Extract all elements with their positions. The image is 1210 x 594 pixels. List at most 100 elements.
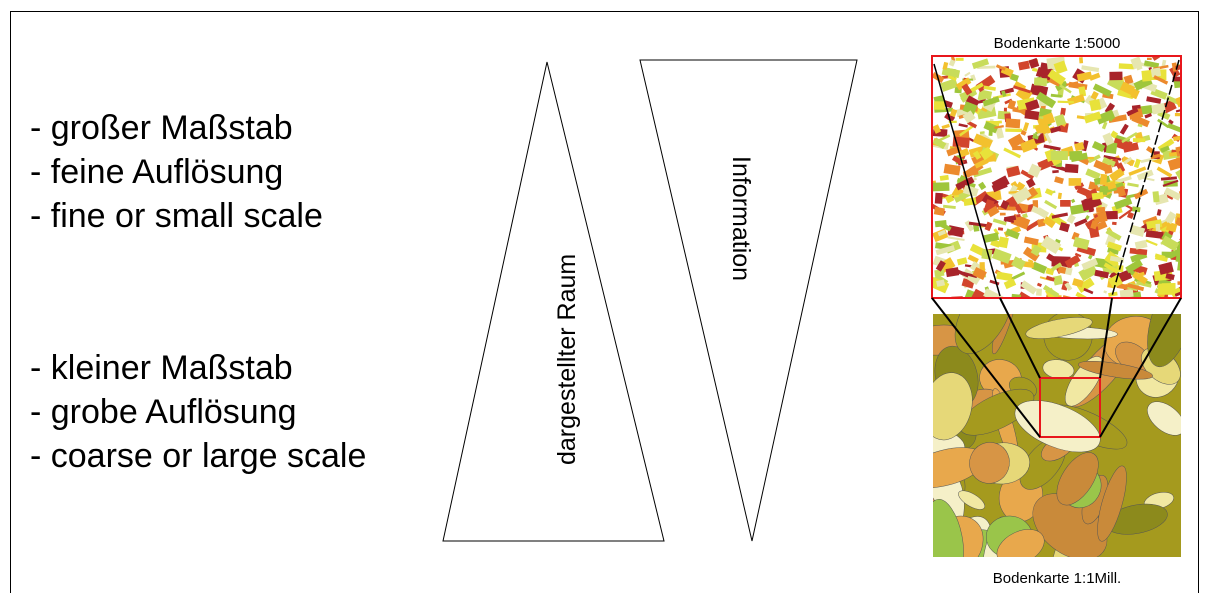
soil-parcel	[1095, 109, 1116, 125]
soil-parcel	[1116, 185, 1127, 198]
soil-parcel	[938, 257, 956, 274]
diagram-frame	[10, 11, 1199, 593]
soil-parcel	[970, 82, 984, 93]
soil-parcel	[1010, 73, 1019, 82]
soil-parcel	[1168, 119, 1174, 125]
soil-parcel	[1031, 261, 1048, 274]
soil-parcel	[933, 206, 945, 216]
soil-parcel	[1156, 209, 1162, 216]
soil-parcel	[1132, 271, 1148, 285]
soil-parcel	[1027, 163, 1042, 178]
soil-unit	[933, 499, 964, 557]
soil-parcel	[1129, 82, 1137, 89]
soil-unit	[1078, 360, 1153, 380]
soil-parcel	[940, 78, 959, 92]
soil-parcel	[1083, 156, 1094, 160]
soil-parcel	[975, 75, 996, 93]
soil-parcel	[1011, 256, 1026, 271]
soil-parcel	[1064, 163, 1079, 174]
soil-parcel	[958, 123, 968, 128]
soil-parcel	[991, 248, 1012, 264]
soil-parcel	[1152, 57, 1160, 61]
soil-parcel	[1020, 130, 1027, 136]
fine-scale-item: - großer Maßstab	[30, 109, 293, 147]
soil-parcel	[1165, 273, 1175, 281]
soil-parcel	[997, 227, 1004, 231]
detail-highlight-box	[1039, 377, 1101, 438]
soil-parcel	[1085, 215, 1090, 221]
soil-parcel	[1007, 133, 1025, 149]
soil-parcel	[935, 245, 956, 256]
soil-parcel	[1154, 253, 1166, 260]
soil-parcel	[1141, 70, 1152, 82]
soil-parcel	[1099, 173, 1108, 186]
soil-parcel	[993, 228, 1000, 236]
soil-parcel	[1078, 86, 1087, 97]
soil-parcel	[1157, 118, 1170, 129]
soil-parcel	[1129, 247, 1148, 256]
soil-parcel	[1005, 118, 1021, 129]
soil-parcel	[1087, 254, 1093, 260]
fine-map-caption: Bodenkarte 1:5000	[994, 35, 1121, 52]
soil-parcel	[1172, 76, 1181, 82]
soil-parcel	[999, 212, 1006, 216]
soil-parcel	[1167, 156, 1181, 171]
soil-parcel	[1105, 228, 1122, 241]
soil-parcel	[981, 248, 993, 260]
space-triangle-label: dargestellter Raum	[553, 254, 581, 465]
soil-parcel	[947, 75, 957, 81]
soil-parcel	[972, 133, 993, 150]
soil-parcel	[1164, 211, 1177, 225]
soil-parcel	[1170, 287, 1181, 298]
soil-parcel	[955, 176, 975, 191]
soil-parcel	[1022, 246, 1040, 262]
soil-parcel	[1011, 293, 1022, 298]
soil-parcel	[1094, 269, 1110, 279]
soil-parcel	[932, 124, 942, 134]
soil-parcel	[1127, 211, 1135, 220]
soil-parcel	[1169, 65, 1181, 79]
soil-parcel	[1060, 107, 1066, 116]
soil-parcel	[1068, 178, 1082, 186]
soil-parcel	[1132, 138, 1146, 143]
soil-parcel	[1083, 287, 1094, 295]
soil-parcel	[1076, 71, 1093, 82]
soil-parcel	[1117, 87, 1135, 100]
soil-parcel	[1090, 219, 1099, 230]
soil-parcel	[991, 175, 1010, 191]
soil-parcel	[1066, 214, 1076, 224]
soil-parcel	[997, 236, 1009, 249]
soil-parcel	[1151, 102, 1166, 115]
soil-parcel	[1059, 84, 1072, 94]
soil-parcel	[979, 131, 985, 135]
soil-parcel	[1020, 280, 1038, 295]
soil-parcel	[1025, 99, 1040, 112]
soil-parcel	[1103, 262, 1119, 274]
soil-parcel	[1039, 116, 1044, 119]
soil-parcel	[1044, 188, 1054, 196]
soil-parcel	[1036, 282, 1042, 287]
soil-parcel	[1022, 213, 1028, 219]
soil-parcel	[1165, 221, 1178, 233]
soil-parcel	[1028, 57, 1040, 69]
soil-parcel	[1110, 130, 1119, 139]
soil-parcel	[1104, 102, 1116, 115]
soil-parcel	[1006, 165, 1021, 178]
soil-parcel	[1078, 263, 1098, 282]
soil-parcel	[1174, 291, 1181, 297]
soil-parcel	[1005, 228, 1020, 240]
soil-parcel	[1163, 187, 1181, 201]
soil-parcel	[1089, 98, 1102, 112]
soil-parcel	[1081, 65, 1100, 73]
soil-parcel	[1075, 291, 1088, 298]
soil-parcel	[1134, 60, 1143, 71]
space-triangle	[442, 61, 665, 542]
soil-parcel	[1044, 132, 1053, 144]
soil-parcel	[1132, 206, 1141, 213]
soil-parcel	[1060, 200, 1071, 207]
soil-parcel	[978, 181, 987, 191]
soil-parcel	[964, 220, 975, 232]
soil-unit	[1025, 317, 1093, 339]
soil-parcel	[942, 204, 956, 210]
information-triangle-label: Information	[727, 156, 755, 281]
